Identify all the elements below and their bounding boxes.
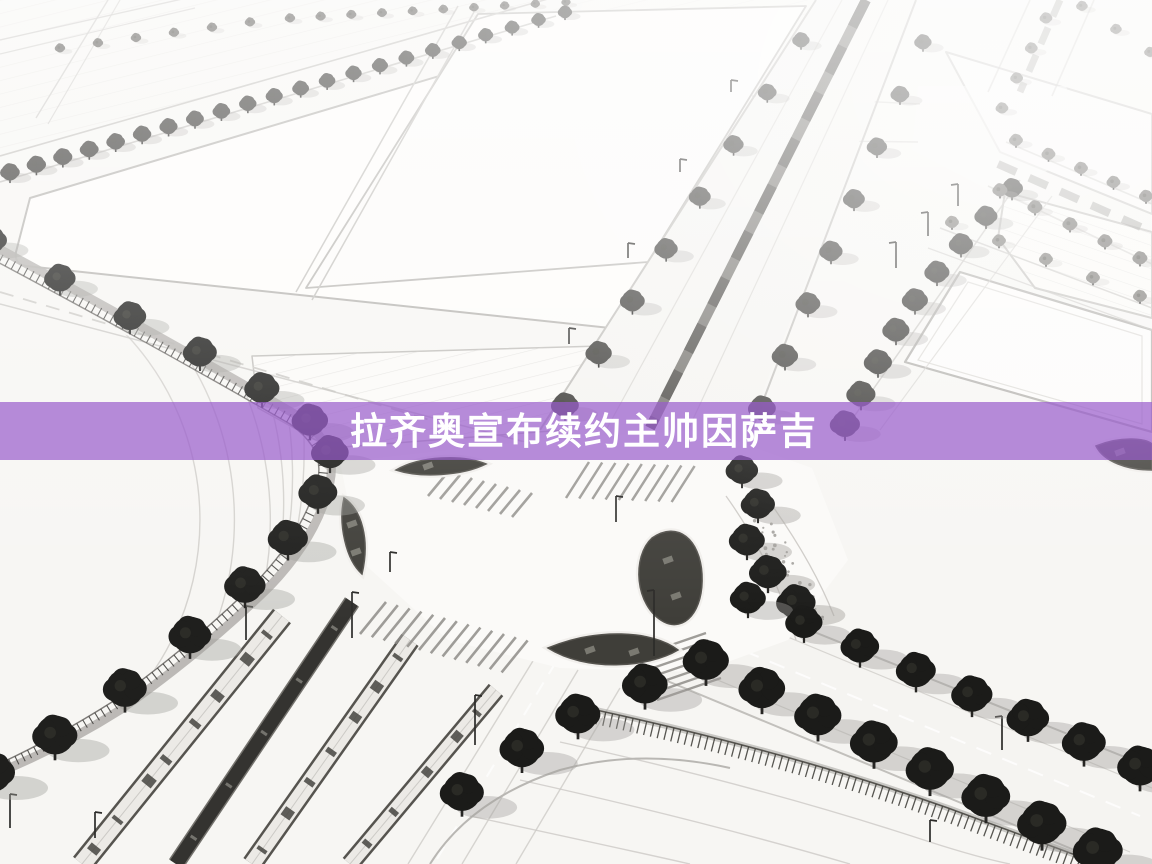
headline-text: 拉齐奥宣布续约主帅因萨吉: [350, 410, 818, 452]
headline-banner: 拉齐奥宣布续约主帅因萨吉: [0, 402, 1152, 460]
